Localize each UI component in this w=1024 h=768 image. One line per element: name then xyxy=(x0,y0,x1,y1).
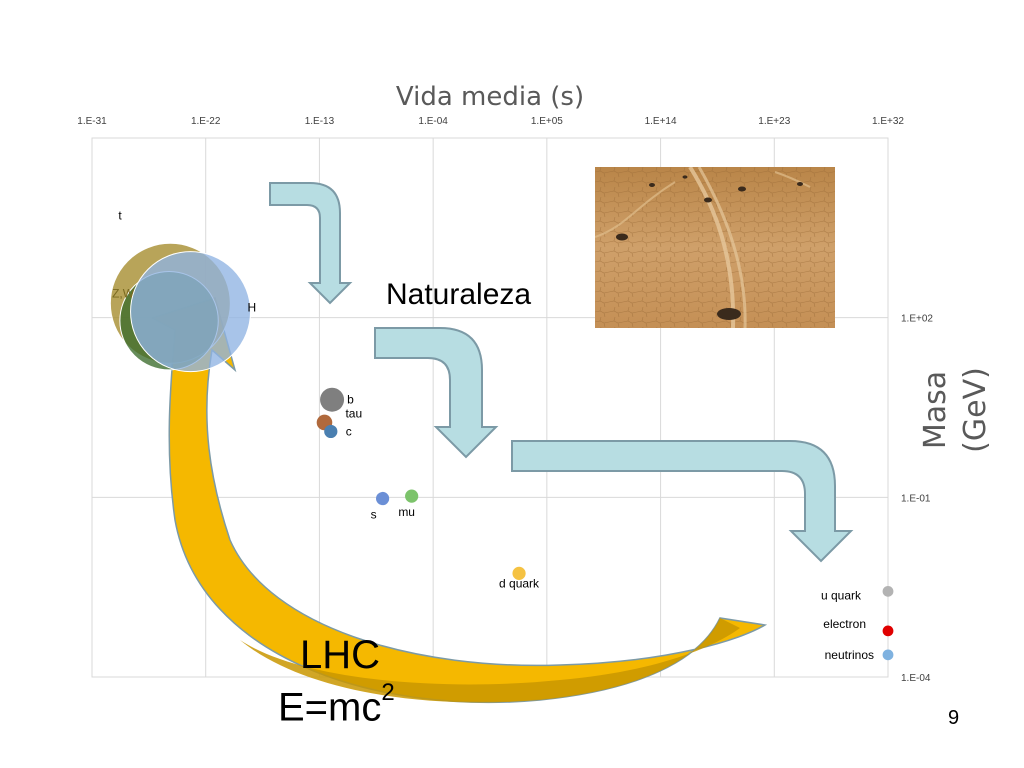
axis-layer: 1.E-31 1.E-22 1.E-13 1.E-04 1.E+05 1.E+14 1.E+… xyxy=(77,116,933,684)
lhc-curved-arrow-shade xyxy=(240,618,740,703)
naturaleza-label: Naturaleza xyxy=(386,278,532,311)
lhc-label: LHC xyxy=(300,633,381,677)
x-tick-label: 1.E-13 xyxy=(305,116,335,127)
data-label: c xyxy=(346,424,352,438)
x-tick-label: 1.E-04 xyxy=(418,116,448,127)
y-axis-title: Masa (GeV) xyxy=(918,367,993,453)
x-tick-label: 1.E+32 xyxy=(872,116,904,127)
y-tick-label: 1.E-01 xyxy=(901,493,931,504)
equation-exponent: 2 xyxy=(381,679,395,706)
data-label: H xyxy=(248,301,257,315)
data-label: Z,W xyxy=(112,287,135,301)
desert-sailing-stones-photo xyxy=(595,167,835,328)
y-tick-label: 1.E+02 xyxy=(901,314,933,325)
data-label: u quark xyxy=(821,588,862,602)
data-label: t xyxy=(118,208,122,222)
x-tick-label: 1.E+23 xyxy=(758,116,790,127)
data-label: tau xyxy=(345,406,362,420)
y-tick-label: 1.E-04 xyxy=(901,673,931,684)
data-point-u-quark xyxy=(882,585,894,597)
data-label: b xyxy=(347,393,354,407)
bubble-layer xyxy=(109,242,894,661)
data-point-b xyxy=(320,387,345,412)
x-tick-label: 1.E-31 xyxy=(77,116,107,127)
data-label: neutrinos xyxy=(825,648,874,662)
data-point-c xyxy=(324,424,338,439)
bent-arrow-1 xyxy=(269,182,353,305)
data-label: d quark xyxy=(499,576,540,590)
x-tick-label: 1.E-22 xyxy=(191,116,221,127)
data-label: mu xyxy=(398,505,415,519)
x-tick-label: 1.E+05 xyxy=(531,116,563,127)
bent-arrow-3 xyxy=(511,440,854,563)
page-number: 9 xyxy=(948,707,960,729)
data-label: electron xyxy=(823,617,866,631)
data-label: s xyxy=(371,508,377,522)
data-point-s xyxy=(376,491,390,506)
data-point-electron xyxy=(882,625,894,637)
x-tick-label: 1.E+14 xyxy=(645,116,677,127)
equation-label: E=mc2 xyxy=(278,679,395,730)
data-point-mu xyxy=(405,489,419,503)
equation-base: E=mc xyxy=(278,685,382,730)
data-point-d-quark xyxy=(512,566,526,580)
data-point-h xyxy=(130,251,252,373)
data-point-neutrinos xyxy=(882,649,894,661)
chart-title: Vida media (s) xyxy=(395,82,585,112)
bent-arrow-2 xyxy=(374,327,499,459)
